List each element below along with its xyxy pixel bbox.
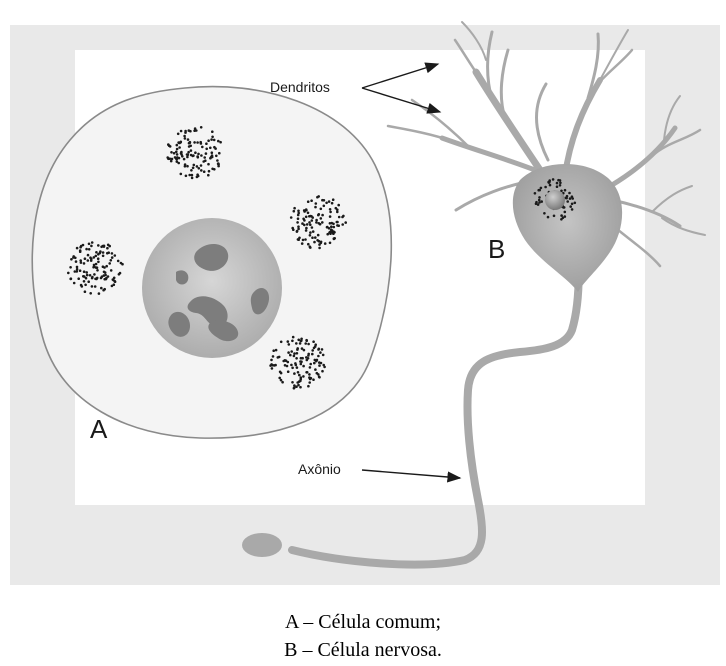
nucleolus (545, 190, 565, 210)
nucleus (142, 218, 282, 358)
cell-b-label: B (488, 234, 505, 264)
caption-line-a: A – Célula comum; (0, 608, 726, 636)
caption-line-b: B – Célula nervosa. (0, 636, 726, 664)
figure-caption: A – Célula comum; B – Célula nervosa. (0, 608, 726, 664)
dendrites-label: Dendritos (270, 79, 330, 95)
cell-a-label: A (90, 414, 108, 444)
ordinary-cell: A (32, 87, 391, 444)
axon-label: Axônio (298, 461, 341, 477)
axon-terminal (242, 533, 282, 557)
cell-diagram: A (0, 0, 726, 600)
